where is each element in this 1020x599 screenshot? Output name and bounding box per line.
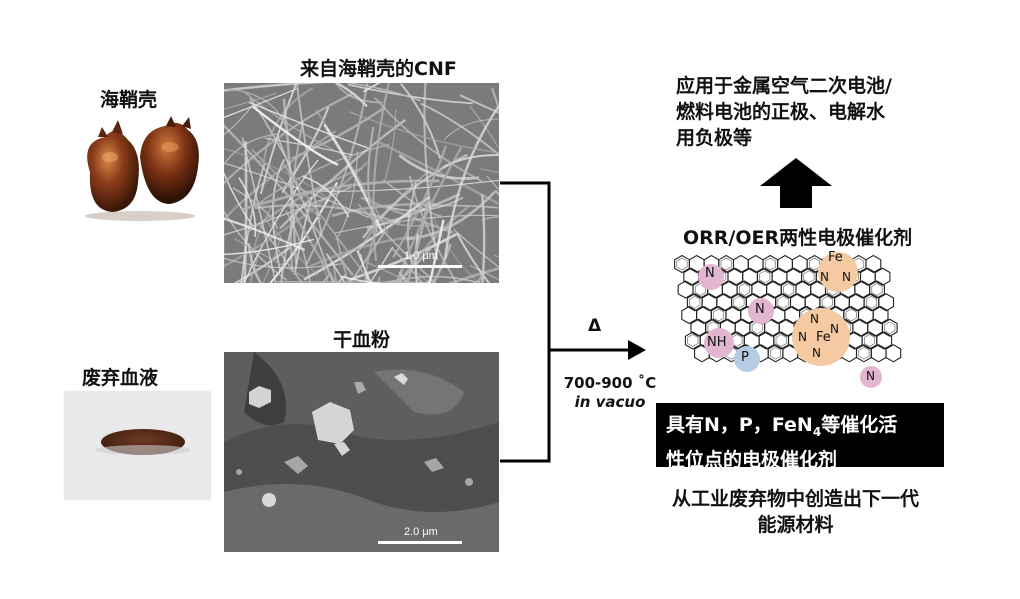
seashell-photo (85, 116, 199, 221)
scale-bar-top (378, 265, 462, 268)
catalyst-title: ORR/OER两性电极催化剂 (683, 227, 913, 249)
atom-n: N (842, 270, 851, 284)
application-line-2: 燃料电池的正极、电解水 (676, 101, 886, 123)
process-arrow (628, 340, 646, 360)
seashell-label: 海鞘壳 (100, 89, 158, 111)
n-site-highlight (698, 264, 724, 290)
bottom-line-1: 从工业废弃物中创造出下一代 (672, 488, 920, 510)
bottom-message: 从工业废弃物中创造出下一代 能源材料 (672, 486, 919, 538)
atmosphere-label: in vacuo (574, 393, 646, 411)
blood-powder-photo (65, 392, 210, 499)
n-site-highlight (860, 366, 882, 388)
atom-n: N (810, 312, 819, 326)
temperature-label: 700-900 ˚C (563, 374, 657, 392)
application-line-1: 应用于金属空气二次电池/ (676, 75, 892, 97)
cnf-sem-image (224, 83, 499, 283)
atom-nh: NH (707, 335, 727, 350)
nh-site-highlight (704, 328, 734, 358)
bottom-line-2: 能源材料 (757, 514, 834, 536)
graphene-structure: N N NH P Fe N N N N N Fe N N (668, 250, 930, 390)
atom-fe: Fe (828, 250, 843, 265)
atom-n: N (755, 302, 765, 317)
fe-site-highlight (818, 252, 858, 292)
scale-bar-bottom (378, 541, 462, 544)
p-site-highlight (734, 346, 760, 372)
catalyst-feature-box: 具有N，P，FeN4等催化活 性位点的电极催化剂 (656, 403, 944, 471)
atom-n: N (705, 266, 715, 281)
n-site-highlight (748, 298, 774, 324)
atom-n: N (798, 330, 807, 344)
atom-n: N (820, 270, 829, 284)
cnf-label: 来自海鞘壳的CNF (300, 58, 457, 80)
application-text: 应用于金属空气二次电池/ 燃料电池的正极、电解水 用负极等 (676, 73, 892, 151)
application-line-3: 用负极等 (676, 127, 753, 149)
atom-fe: Fe (816, 330, 831, 345)
atom-n: N (866, 369, 875, 383)
scale-label-bottom: 2.0 μm (404, 526, 438, 538)
up-arrow-icon (760, 158, 832, 208)
feature-line-1: 具有N，P，FeN4等催化活 (666, 414, 898, 439)
fen4-site-highlight (792, 308, 850, 366)
blood-sem-image (224, 352, 499, 552)
waste-blood-label: 废弃血液 (82, 367, 159, 389)
feature-line-2: 性位点的电极催化剂 (666, 448, 838, 471)
atom-n: N (812, 346, 821, 360)
scale-label-top: 1.0 μm (404, 250, 438, 262)
heat-symbol: Δ (588, 316, 602, 336)
atom-n: N (830, 322, 839, 336)
blood-powder-label: 干血粉 (333, 329, 391, 351)
atom-p: P (741, 350, 749, 365)
